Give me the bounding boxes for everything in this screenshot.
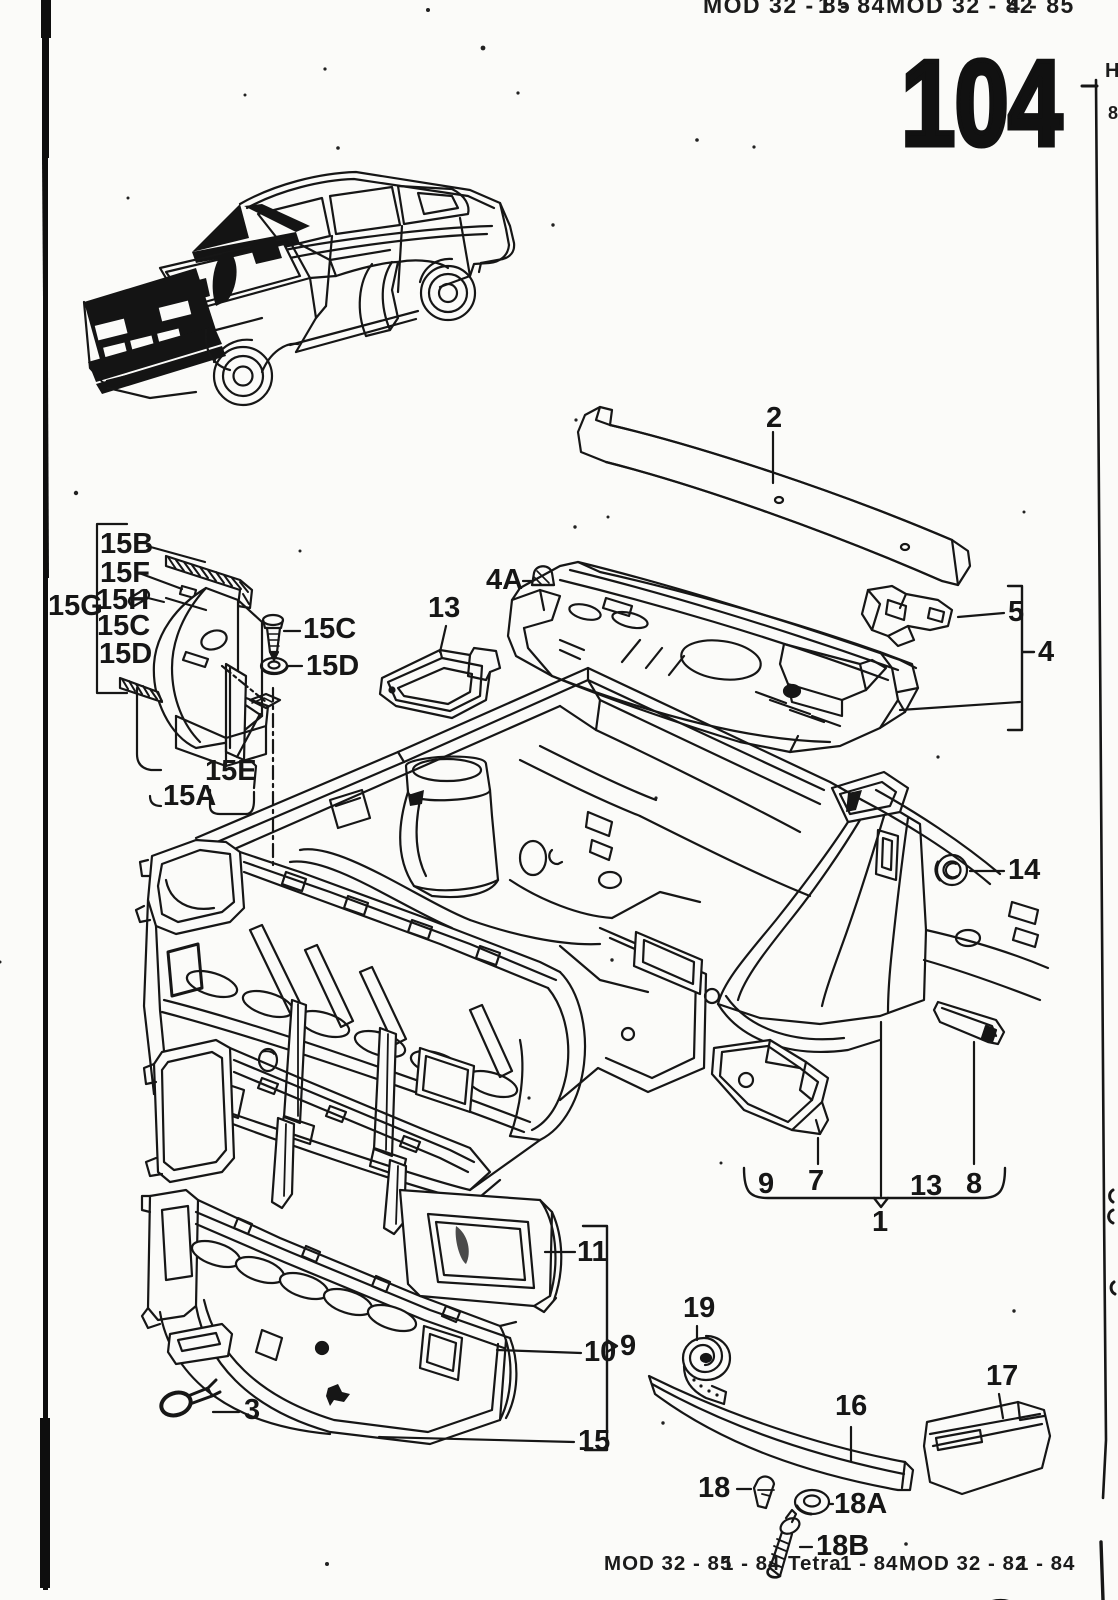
header-date-1: 1 - 84 bbox=[818, 0, 886, 18]
callout-2: 2 bbox=[766, 402, 783, 434]
edge-fragment-h: H bbox=[1105, 60, 1118, 82]
callout-16: 16 bbox=[835, 1390, 868, 1422]
callout-4: 4 bbox=[1038, 636, 1055, 668]
callout-8: 8 bbox=[966, 1168, 983, 1200]
callout-18A: 18A bbox=[834, 1488, 888, 1520]
callout-18: 18 bbox=[698, 1472, 731, 1504]
footer-model-code-1: MOD 32 - 85 bbox=[604, 1552, 733, 1575]
callout-15D-washer: 15D bbox=[306, 650, 360, 682]
part18-clip-icon bbox=[752, 1475, 776, 1510]
footer-date-2: 1 - 84 bbox=[840, 1552, 899, 1575]
callout-15-panel: 15 bbox=[578, 1425, 611, 1457]
lower-front-panel bbox=[140, 1188, 518, 1446]
header-model-code-1: MOD 32 - 85 bbox=[703, 0, 852, 18]
callout-15D-list: 15D bbox=[99, 638, 153, 670]
callout-1: 1 bbox=[872, 1206, 889, 1238]
header-model-code-2: MOD 32 - 82 bbox=[886, 0, 1035, 18]
callout-17: 17 bbox=[986, 1360, 1019, 1392]
footer-series: Tetra bbox=[788, 1552, 842, 1575]
washer-icon-15D bbox=[259, 656, 289, 676]
part18B-screw-icon bbox=[766, 1508, 801, 1579]
footer-date-3: 1 - 84 bbox=[1017, 1552, 1076, 1575]
callout-15B: 15B bbox=[100, 528, 154, 560]
scan-noise-specks bbox=[0, 8, 1033, 1571]
bottom-page-number: 104 bbox=[897, 1577, 1105, 1600]
edge-fragment-8: 8 bbox=[1108, 103, 1118, 123]
group15-callout-lines bbox=[95, 522, 304, 870]
part19-tape-roll bbox=[681, 1334, 732, 1406]
header-date-2: 4 - 85 bbox=[1007, 0, 1075, 18]
car-overview-sketch bbox=[82, 170, 516, 407]
callout-15F: 15F bbox=[100, 557, 150, 589]
callout-3: 3 bbox=[244, 1394, 261, 1426]
main-body-shell bbox=[134, 666, 1050, 1204]
callout-15H: 15H bbox=[96, 584, 150, 616]
callout-9-panel: 9 bbox=[620, 1330, 637, 1362]
group15-hood-lock-support bbox=[118, 554, 289, 768]
callout-4A: 4A bbox=[486, 564, 524, 596]
callout-5: 5 bbox=[1008, 596, 1025, 628]
callout-10: 10 bbox=[584, 1336, 617, 1368]
part18A-washer-icon bbox=[793, 1488, 831, 1516]
front-spoiler-group bbox=[647, 1334, 1052, 1579]
part16-spoiler-strip bbox=[647, 1374, 915, 1492]
screw-icon-15C bbox=[261, 613, 285, 662]
callout-11: 11 bbox=[577, 1236, 608, 1268]
upper-radiator-support-panel bbox=[142, 1038, 563, 1314]
callout-13-arch: 13 bbox=[910, 1170, 943, 1202]
footer-date-1: 1 - 84 bbox=[722, 1552, 781, 1575]
callout-19: 19 bbox=[683, 1292, 716, 1324]
part13-tray bbox=[378, 646, 502, 720]
callout-15C-list: 15C bbox=[97, 610, 151, 642]
callout-lines bbox=[211, 430, 1036, 1549]
part5-bracket bbox=[860, 584, 954, 648]
callout-15C-screw: 15C bbox=[303, 613, 357, 645]
callout-18B: 18B bbox=[816, 1530, 870, 1562]
page-number: 104 bbox=[899, 35, 1064, 171]
callout-7: 7 bbox=[808, 1165, 825, 1197]
part17-spoiler-end bbox=[922, 1400, 1052, 1496]
callout-13-tray: 13 bbox=[428, 592, 461, 624]
callout-14: 14 bbox=[1008, 854, 1041, 886]
callout-15E: 15E bbox=[205, 755, 257, 787]
part3-tow-hook bbox=[159, 1322, 234, 1418]
callout-15G: 15G bbox=[48, 590, 103, 622]
part4-plenum-assembly bbox=[506, 560, 954, 754]
footer-model-code-2: MOD 32 - 82 bbox=[899, 1552, 1028, 1575]
scan-edge-right bbox=[1080, 78, 1117, 1600]
callout-9-arch: 9 bbox=[758, 1168, 775, 1200]
part14-grommet-icon bbox=[934, 853, 969, 887]
scan-edge-left-bar bbox=[40, 0, 51, 1590]
callout-15A: 15A bbox=[163, 780, 217, 812]
